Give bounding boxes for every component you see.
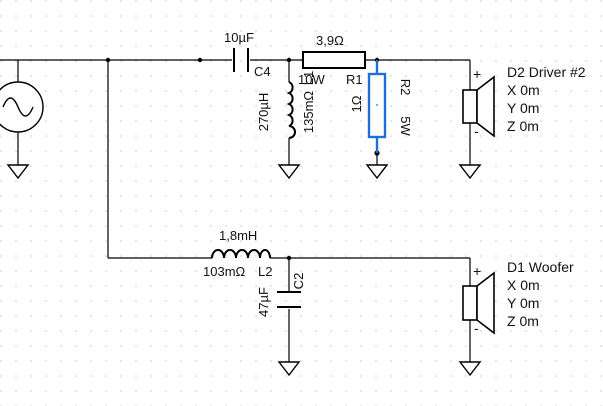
capacitor-c2[interactable]: [277, 291, 301, 308]
r2-power-label: 5W: [398, 116, 413, 136]
l2-resistance-label: 103mΩ: [203, 264, 246, 279]
d2-y-label: Y 0m: [507, 100, 539, 116]
wires: [0, 59, 471, 362]
capacitor-c4[interactable]: [233, 48, 249, 72]
r2-name-label: R2: [398, 79, 413, 96]
ground-icon: [277, 361, 301, 377]
junction-dot: [286, 57, 292, 63]
l2-name-label: L2: [258, 264, 272, 279]
d1-plus-sign: +: [473, 263, 481, 279]
ground-symbols: [6, 164, 482, 377]
c2-name-label: C2: [291, 273, 306, 290]
d1-x-label: X 0m: [507, 277, 540, 293]
d2-z-label: Z 0m: [507, 118, 539, 134]
r1-value-label: 3,9Ω: [316, 33, 344, 48]
inductor-l2[interactable]: [211, 249, 271, 259]
speaker-d2[interactable]: [462, 75, 495, 138]
c2-value-label: 47µF: [256, 287, 271, 317]
d2-name-label: D2 Driver #2: [507, 64, 586, 80]
c4-value-label: 10µF: [224, 30, 254, 45]
d2-x-label: X 0m: [507, 82, 540, 98]
ground-icon: [6, 164, 30, 180]
resistor-r2[interactable]: [367, 60, 387, 153]
speaker-d1[interactable]: [462, 271, 495, 335]
junction-dot: [286, 255, 292, 261]
r1-name-label: R1: [346, 72, 363, 87]
ground-icon: [458, 361, 482, 377]
ground-icon: [365, 164, 389, 180]
junction-dot: [197, 57, 203, 63]
d2-minus-sign: -: [474, 123, 479, 139]
d1-z-label: Z 0m: [507, 313, 539, 329]
c4-name-label: C4: [254, 64, 271, 79]
d1-name-label: D1 Woofer: [507, 259, 574, 275]
l1-inductance-label: 270µH: [256, 93, 271, 132]
ac-source[interactable]: [0, 81, 44, 133]
l2-inductance-label: 1,8mH: [219, 228, 257, 243]
sine-wave-icon: [2, 97, 34, 117]
d1-y-label: Y 0m: [507, 295, 539, 311]
l1-resistance-label: 135mΩ: [301, 91, 316, 134]
l1-name-label: L1: [301, 71, 316, 85]
d1-minus-sign: -: [474, 320, 479, 336]
r2-value-label: 1Ω: [349, 95, 364, 112]
inductor-l1[interactable]: [286, 81, 296, 139]
ground-icon: [277, 164, 301, 180]
junction-dot: [105, 57, 111, 63]
ground-icon: [458, 164, 482, 180]
r1-power-label: 10W: [298, 72, 325, 87]
d2-plus-sign: +: [473, 66, 481, 82]
resistor-r1[interactable]: [302, 51, 366, 69]
